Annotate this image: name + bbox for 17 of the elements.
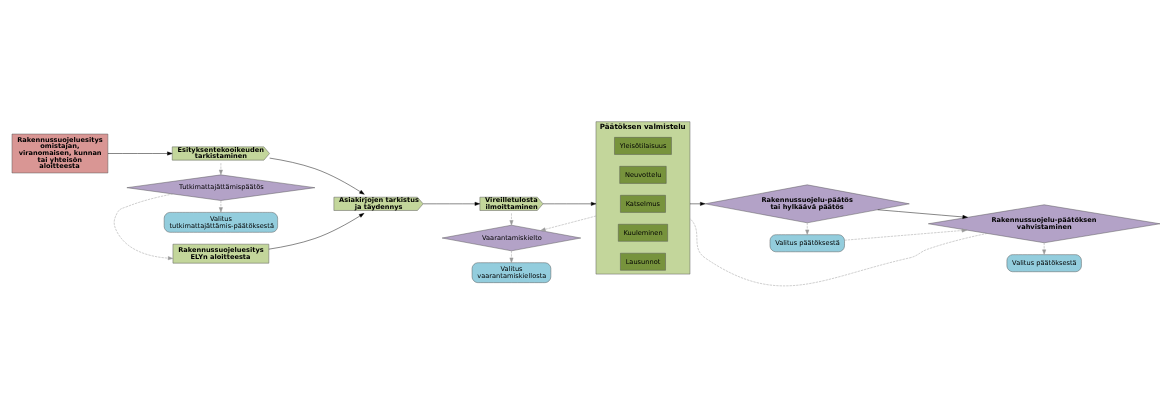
arrow xyxy=(269,157,365,195)
arrow xyxy=(805,222,810,235)
arrow xyxy=(509,212,514,225)
arrow xyxy=(219,199,223,213)
arrow xyxy=(689,201,706,206)
arrow xyxy=(423,201,480,206)
arrow xyxy=(877,209,968,219)
arrow xyxy=(844,228,968,240)
arrow xyxy=(542,201,597,206)
arrow xyxy=(113,193,174,260)
arrow xyxy=(540,215,597,231)
arrow xyxy=(268,212,365,249)
arrow xyxy=(1042,242,1047,255)
arrow xyxy=(509,250,514,263)
connector xyxy=(689,217,988,286)
arrow xyxy=(219,162,223,175)
arrow xyxy=(107,151,173,155)
